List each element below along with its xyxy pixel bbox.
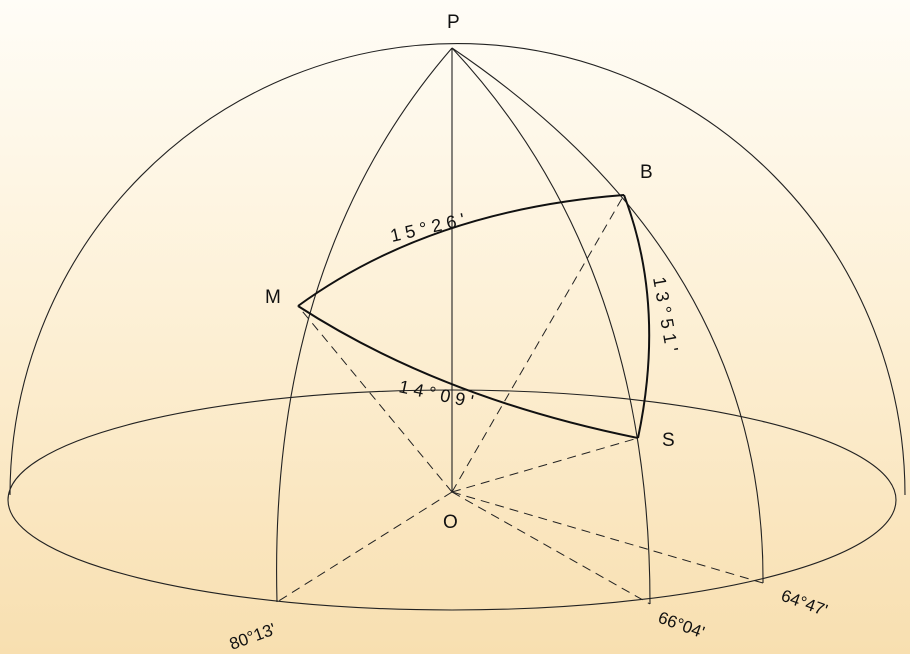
horizon-label-64-47: 64°47'	[779, 586, 830, 620]
radius-o-80-13	[276, 491, 453, 603]
arc-label-b-s: 13°51'	[649, 275, 683, 358]
radius-o-64-47	[451, 491, 764, 584]
horizon-label-66-04: 66°04'	[656, 608, 707, 642]
radius-o-66-04	[451, 491, 651, 605]
meridian-66-04	[451, 47, 651, 605]
label-o: O	[443, 512, 458, 533]
hemisphere-outline	[9, 42, 906, 496]
radius-o-m	[297, 305, 453, 493]
arc-m-b	[297, 194, 625, 307]
arc-label-m-b: 15°26'	[388, 208, 471, 246]
radius-o-s	[451, 437, 639, 493]
label-m: M	[265, 287, 281, 308]
meridian-80-13	[276, 47, 453, 603]
radius-o-b	[451, 194, 625, 493]
label-s: S	[662, 430, 675, 451]
label-p: P	[447, 12, 460, 33]
label-b: B	[640, 162, 653, 183]
horizon-label-80-13: 80°13'	[227, 620, 278, 654]
arc-b-s	[623, 194, 651, 439]
meridian-64-47	[451, 47, 764, 584]
arc-m-s	[297, 305, 639, 439]
arc-label-m-s: 14°09'	[397, 376, 480, 412]
